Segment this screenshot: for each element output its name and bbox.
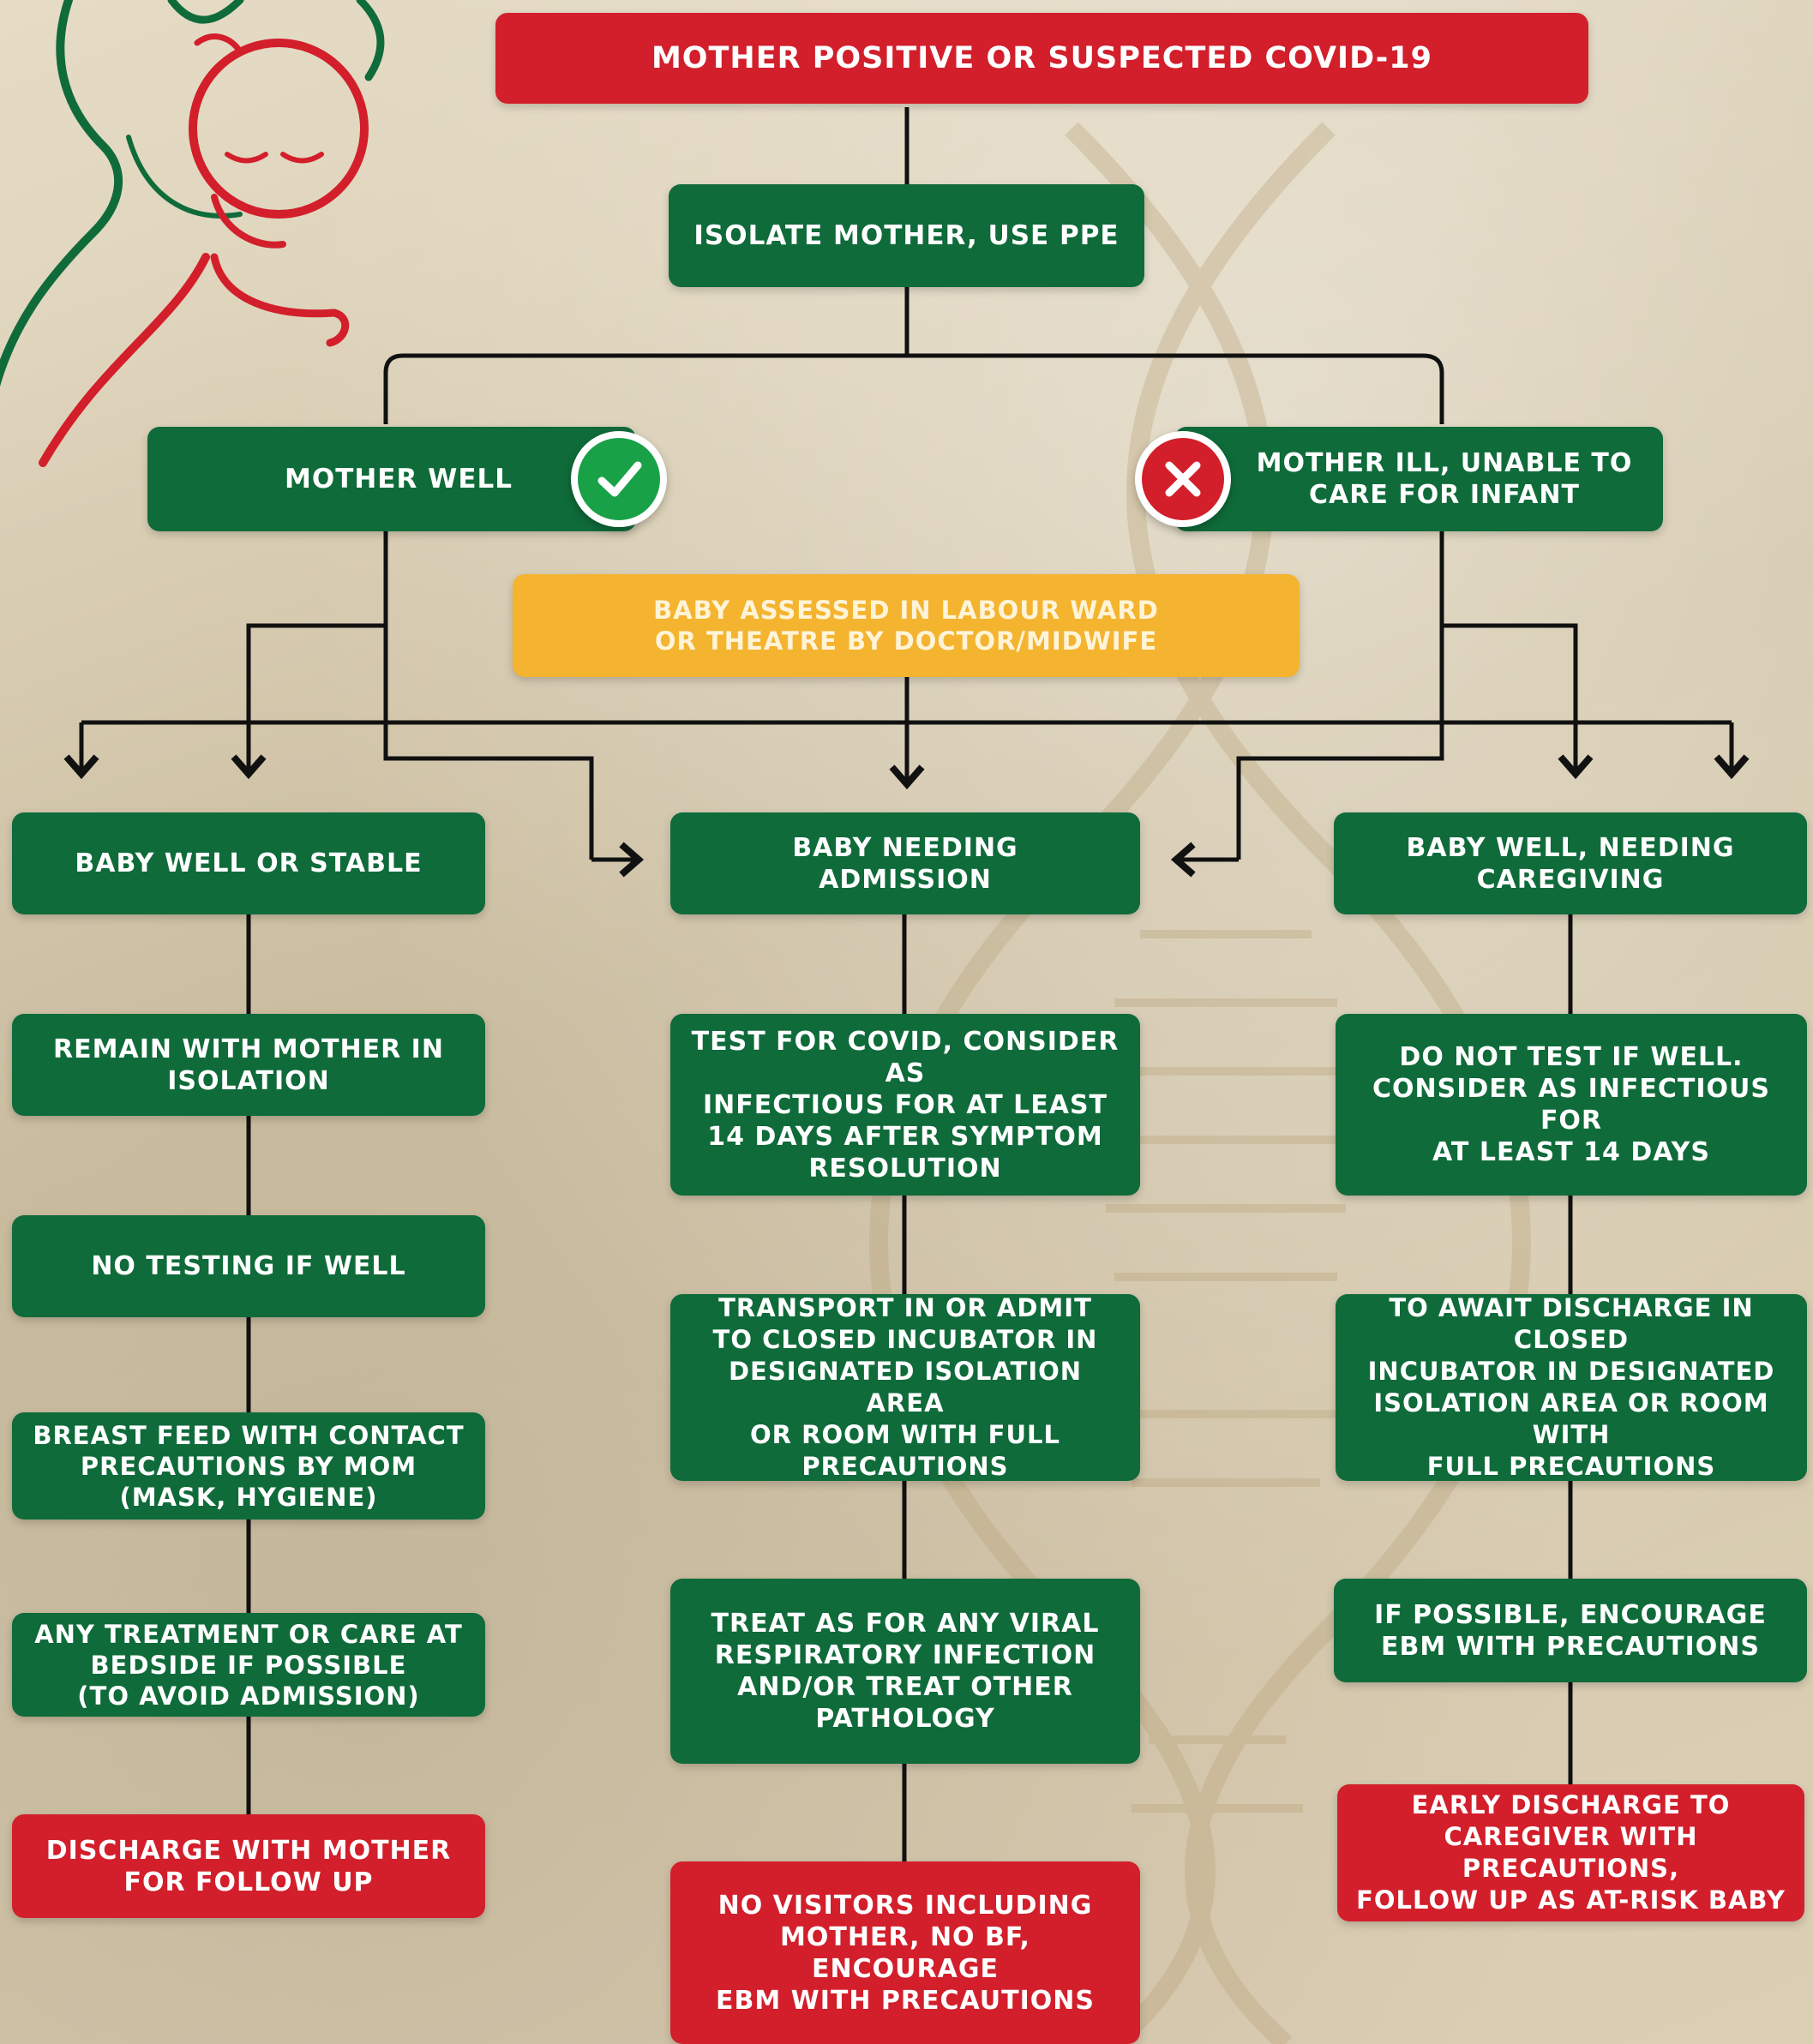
baby-needing-admission-box: BABY NEEDING ADMISSION [670,812,1140,914]
no-testing-box: NO TESTING IF WELL [12,1215,485,1317]
mother-well-box: MOTHER WELL [147,427,636,531]
await-discharge-box: TO AWAIT DISCHARGE IN CLOSED INCUBATOR I… [1336,1293,1807,1481]
baby-well-caregiving-box: BABY WELL, NEEDING CAREGIVING [1334,812,1807,914]
treat-viral-box: TREAT AS FOR ANY VIRAL RESPIRATORY INFEC… [670,1579,1140,1764]
baby-assessed-box: BABY ASSESSED IN LABOUR WARD OR THEATRE … [513,574,1300,677]
mother-ill-box: MOTHER ILL, UNABLE TO CARE FOR INFANT [1174,427,1663,531]
bedside-care-box: ANY TREATMENT OR CARE AT BEDSIDE IF POSS… [12,1613,485,1717]
cross-icon [1135,431,1231,527]
breast-feed-box: BREAST FEED WITH CONTACT PRECAUTIONS BY … [12,1412,485,1520]
early-discharge-box: EARLY DISCHARGE TO CAREGIVER WITH PRECAU… [1337,1784,1804,1921]
do-not-test-box: DO NOT TEST IF WELL. CONSIDER AS INFECTI… [1336,1014,1807,1196]
encourage-ebm-box: IF POSSIBLE, ENCOURAGE EBM WITH PRECAUTI… [1334,1579,1807,1682]
transport-incubator-box: TRANSPORT IN OR ADMIT TO CLOSED INCUBATO… [670,1293,1140,1481]
mother-baby-logo [0,0,385,467]
discharge-with-mother-box: DISCHARGE WITH MOTHER FOR FOLLOW UP [12,1814,485,1918]
no-visitors-box: NO VISITORS INCLUDING MOTHER, NO BF, ENC… [670,1861,1140,2044]
isolate-mother-box: ISOLATE MOTHER, USE PPE [669,184,1144,287]
test-for-covid-box: TEST FOR COVID, CONSIDER AS INFECTIOUS F… [670,1014,1140,1196]
baby-well-stable-box: BABY WELL OR STABLE [12,812,485,914]
connector-lines [63,107,1750,1861]
remain-with-mother-box: REMAIN WITH MOTHER IN ISOLATION [12,1014,485,1116]
header-box: MOTHER POSITIVE OR SUSPECTED COVID-19 [495,13,1588,104]
checkmark-icon [571,431,667,527]
